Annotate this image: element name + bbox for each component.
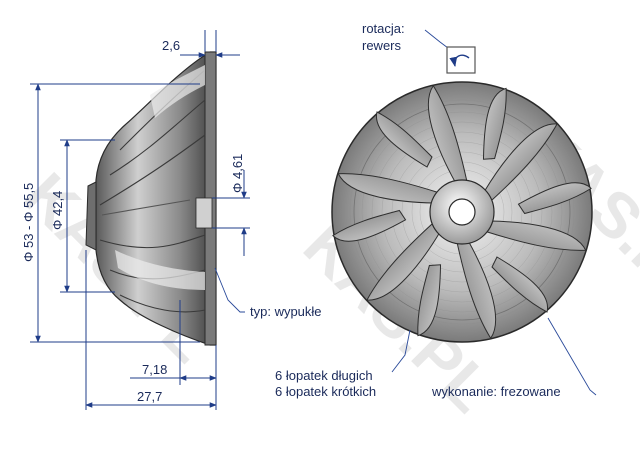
blade-long (456, 240, 497, 340)
blade-long (337, 173, 438, 204)
dim-total-length: 27,7 (137, 389, 162, 404)
rotation-annotation: rotacja: rewers (362, 21, 476, 74)
blade-short (417, 264, 442, 337)
manufacturing-label: wykonanie: frezowane (431, 384, 561, 399)
blade-count-long: 6 łopatek długich (275, 368, 373, 383)
nose-type-leader (214, 267, 245, 313)
rotation-box (446, 46, 476, 74)
side-blade-highlights (115, 65, 205, 290)
nose-hub (85, 181, 97, 251)
blade-long (366, 223, 441, 301)
dim-width-top: 2,6 (162, 38, 180, 53)
side-dimensions: 2,6 Φ 53 - Φ 55,5 Φ 42,4 Φ 4,61 7,18 27,… (21, 30, 250, 410)
blade-short (517, 182, 592, 215)
blade-long (427, 84, 468, 184)
nose-type-label: typ: wypukłe (250, 304, 322, 319)
bore-section (195, 197, 213, 229)
rotation-label: rotacja: (362, 21, 405, 36)
rotation-arrow-icon (449, 54, 470, 67)
dim-diameter-outer: Φ 53 - Φ 55,5 (21, 183, 36, 262)
rotation-value: rewers (362, 38, 402, 53)
front-blades (332, 84, 592, 340)
blade-long (483, 123, 558, 201)
blade-short (482, 87, 507, 160)
front-bore (448, 198, 476, 226)
rotation-leader (424, 29, 449, 49)
blade-long (486, 220, 587, 251)
blade-count-leader (391, 329, 411, 373)
blade-short (491, 256, 548, 313)
dim-diameter-inner: Φ 42,4 (50, 191, 65, 230)
manufacturing-leader (547, 317, 597, 396)
blade-count-short: 6 łopatek krótkich (275, 384, 376, 399)
dim-bore: Φ 4,61 (230, 154, 245, 193)
front-disc-inner-ring (353, 103, 571, 321)
front-view (331, 81, 593, 343)
blade-short (376, 111, 433, 168)
dim-step-length: 7,18 (142, 362, 167, 377)
blade-short (332, 209, 407, 242)
